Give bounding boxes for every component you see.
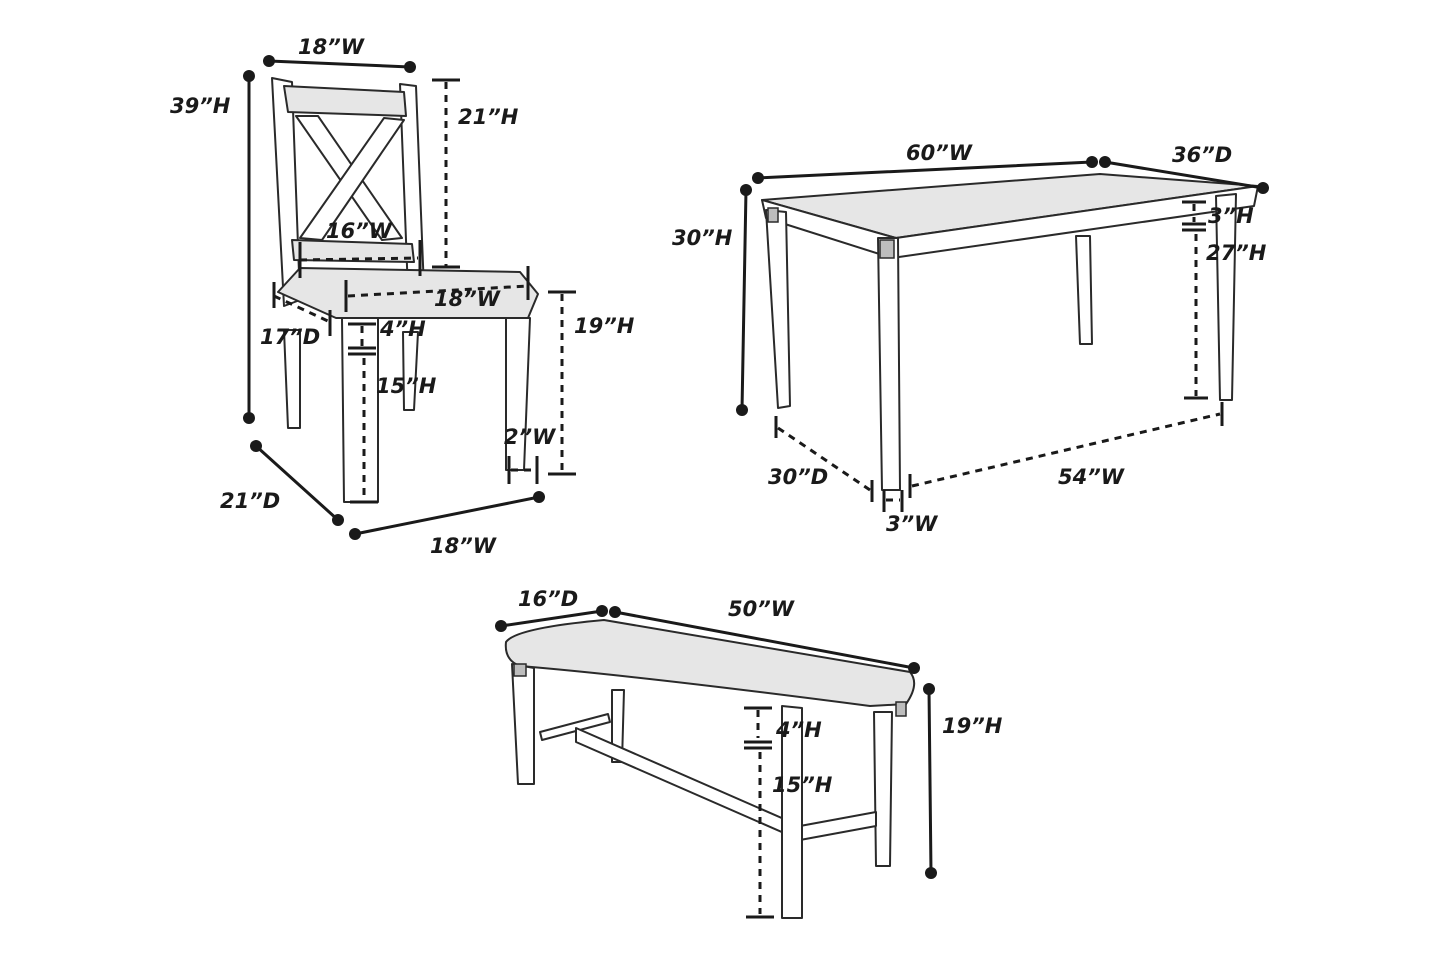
table-top-width-label: 60”W (906, 141, 973, 165)
chair-base-depth-label: 21”D (220, 489, 280, 513)
table-leg-span-depth-label: 30”D (768, 465, 828, 489)
table-apron-height-label: 3”H (1208, 204, 1254, 228)
bench-depth-label: 16”D (518, 587, 578, 611)
chair-base-width-label: 18”W (430, 534, 497, 558)
chair-total-height-label: 39”H (170, 94, 231, 118)
bench-seat (504, 619, 916, 707)
chair-seat-depth-label: 17”D (260, 325, 320, 349)
table-front-left-leg (877, 237, 901, 491)
bench-side-stretcher (799, 811, 877, 841)
table-back-left-leg (1075, 235, 1093, 345)
chair-seat-thickness-label: 4”H (379, 317, 426, 341)
chair-leg-height-label: 15”H (376, 374, 437, 398)
bench-corner-block (895, 701, 907, 717)
chair-top-width-label: 18”W (298, 35, 365, 59)
chair-rear-right-leg (402, 331, 419, 411)
table-leg-span-width-label: 54”W (1058, 465, 1125, 489)
chair-seat-width-label: 18”W (434, 287, 501, 311)
chair-back-cross-b (299, 117, 405, 241)
chair-back-bottom-rail (291, 239, 415, 263)
bench-front-right-leg (781, 705, 803, 919)
chair-drawing: 18”W 39”H 21”H 16”W 18”W 17”D 4”H 15”H 1… (170, 35, 635, 558)
bench-front-left-leg (511, 663, 535, 785)
chair-front-left-leg (341, 317, 379, 503)
bench-drawing: 16”D 50”W 4”H 15”H 19”H (495, 587, 1003, 919)
table-leg-height-label: 27”H (1206, 241, 1267, 265)
chair-leg-width-label: 2”W (504, 425, 556, 449)
table-left-back-leg (765, 209, 791, 409)
chair-back-width-label: 16”W (326, 219, 393, 243)
table-drawing: 60”W 36”D 30”H 3”H 27”H 30”D 54”W 3”W (672, 141, 1269, 536)
chair-rear-left-leg (283, 329, 301, 429)
chair-seat-height-label: 19”H (574, 314, 635, 338)
bench-center-stretcher (575, 727, 801, 841)
bench-total-height-label: 19”H (942, 714, 1003, 738)
chair-back-top-rail (283, 85, 407, 117)
table-total-height-label: 30”H (672, 226, 733, 250)
bench-leg-height-label: 15”H (772, 773, 833, 797)
table-front-right-leg (1215, 193, 1237, 401)
bench-side-stretcher (539, 713, 611, 741)
table-top-depth-label: 36”D (1172, 143, 1232, 167)
bench-back-right-leg (873, 711, 893, 867)
bench-corner-block (513, 663, 527, 677)
chair-back-height-label: 21”H (458, 105, 519, 129)
table-corner-block (767, 207, 779, 223)
table-corner-block (879, 239, 895, 259)
bench-seat-thickness-label: 4”H (775, 718, 822, 742)
table-leg-width-label: 3”W (886, 512, 938, 536)
bench-width-label: 50”W (728, 597, 795, 621)
